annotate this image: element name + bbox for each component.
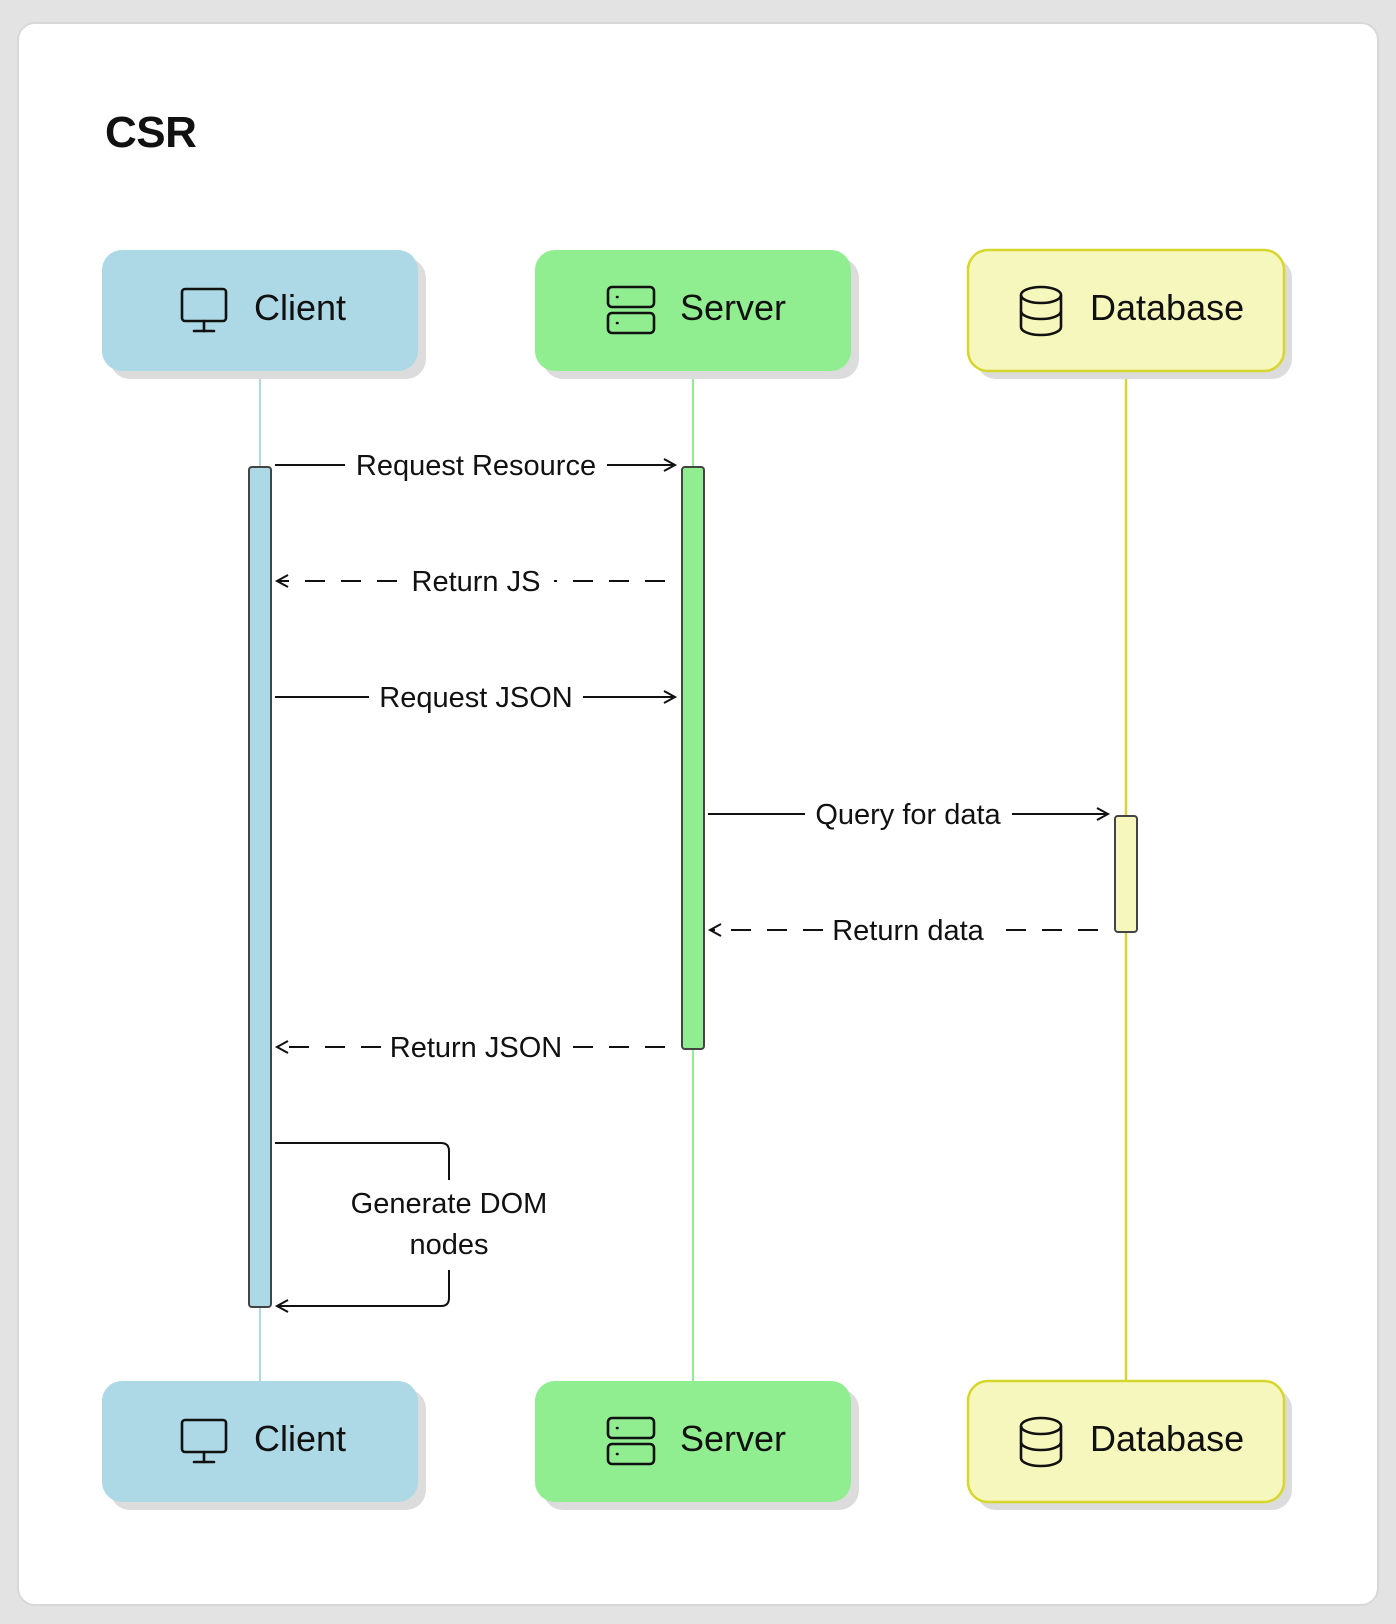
database-icon xyxy=(1019,285,1063,337)
message-request-json: Request JSON xyxy=(275,682,678,714)
participant-label: Server xyxy=(680,1418,786,1459)
message-query-for-data: Query for data xyxy=(708,799,1111,831)
sequence-diagram: Client Server Database xyxy=(102,248,1292,1510)
message-generate-dom-nodes: Generate DOM nodes xyxy=(274,1142,548,1313)
message-return-data: Return data xyxy=(707,915,1098,947)
message-label: Query for data xyxy=(815,799,1001,831)
client-activation xyxy=(248,466,272,1308)
message-request-resource: Request Resource xyxy=(275,450,678,482)
database-icon xyxy=(1019,1416,1063,1468)
message-label: Request JSON xyxy=(379,682,572,714)
participant-label: Server xyxy=(680,287,786,328)
participant-label: Database xyxy=(1090,1418,1244,1459)
participant-label: Database xyxy=(1090,287,1244,328)
message-label-line-2: nodes xyxy=(409,1229,488,1261)
message-label: Return JS xyxy=(412,566,541,598)
message-label: Return JSON xyxy=(390,1032,562,1064)
message-return-js: Return JS xyxy=(274,566,665,598)
participant-label: Client xyxy=(254,1418,346,1459)
participant-database-top: Database xyxy=(966,248,1292,379)
participant-label: Client xyxy=(254,287,346,328)
participant-server-bottom: Server xyxy=(535,1381,859,1510)
message-return-json: Return JSON xyxy=(274,1032,665,1064)
monitor-icon xyxy=(180,1418,228,1464)
message-label: Return data xyxy=(832,915,984,947)
participant-server-top: Server xyxy=(535,250,859,379)
server-icon xyxy=(606,285,656,335)
server-activation xyxy=(681,466,705,1050)
message-label-line-1: Generate DOM xyxy=(351,1188,548,1220)
database-activation xyxy=(1114,815,1138,933)
participant-database-bottom: Database xyxy=(966,1379,1292,1510)
message-label: Request Resource xyxy=(356,450,596,482)
participant-client-top: Client xyxy=(102,250,426,379)
diagram-title: CSR xyxy=(105,108,197,157)
monitor-icon xyxy=(180,287,228,333)
participant-client-bottom: Client xyxy=(102,1381,426,1510)
server-icon xyxy=(606,1416,656,1466)
diagram-card: CSR Client xyxy=(17,22,1379,1606)
